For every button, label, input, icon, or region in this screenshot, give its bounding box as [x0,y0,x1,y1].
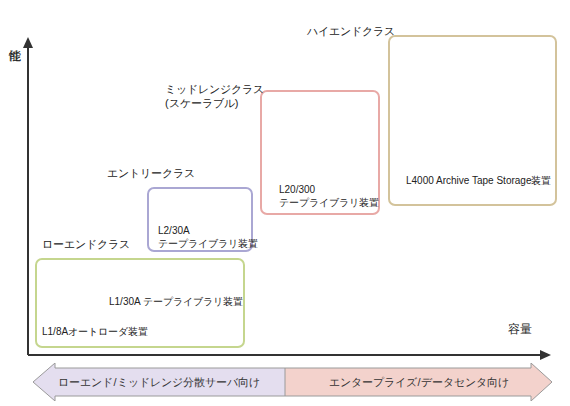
x-axis [28,354,542,356]
x-axis-arrowhead [540,350,551,360]
audience-label: エンタープライズ/データセンタ向け [285,363,553,401]
arrow-shape [285,363,552,401]
product-label: L1/8Aオートローダ装置 [42,325,148,338]
product-label: L2/30A テープライブラリ装置 [158,224,253,250]
audience-arrow: ローエンド/ミッドレンジ分散サーバ向け [33,363,285,401]
arrow-shape [33,363,285,401]
class-box: ローエンドクラスL1/30A テープライブラリ装置L1/8Aオートローダ装置 [35,258,245,348]
y-axis-arrowhead [23,37,33,48]
class-box: ミッドレンジクラス (スケーラブル)L20/300 テープライブラリ装置 [260,90,380,215]
class-heading: ミッドレンジクラス (スケーラブル) [165,82,275,111]
class-box: ハイエンドクラスL4000 Archive Tape Storage装置 [388,35,557,206]
product-label: L20/300 テープライブラリ装置 [279,183,379,209]
y-axis [27,46,29,355]
class-box: エントリークラスL2/30A テープライブラリ装置 [147,187,253,252]
audience-arrow: エンタープライズ/データセンタ向け [285,363,553,401]
class-heading: エントリークラス [107,166,195,180]
product-label: L1/30A テープライブラリ装置 [109,295,243,308]
class-heading: ハイエンドクラス [307,24,395,38]
class-heading: ローエンドクラス [42,237,130,251]
product-label: L4000 Archive Tape Storage装置 [406,174,556,187]
audience-label: ローエンド/ミッドレンジ分散サーバ向け [33,363,285,401]
axis-label: 容量 [508,322,532,336]
